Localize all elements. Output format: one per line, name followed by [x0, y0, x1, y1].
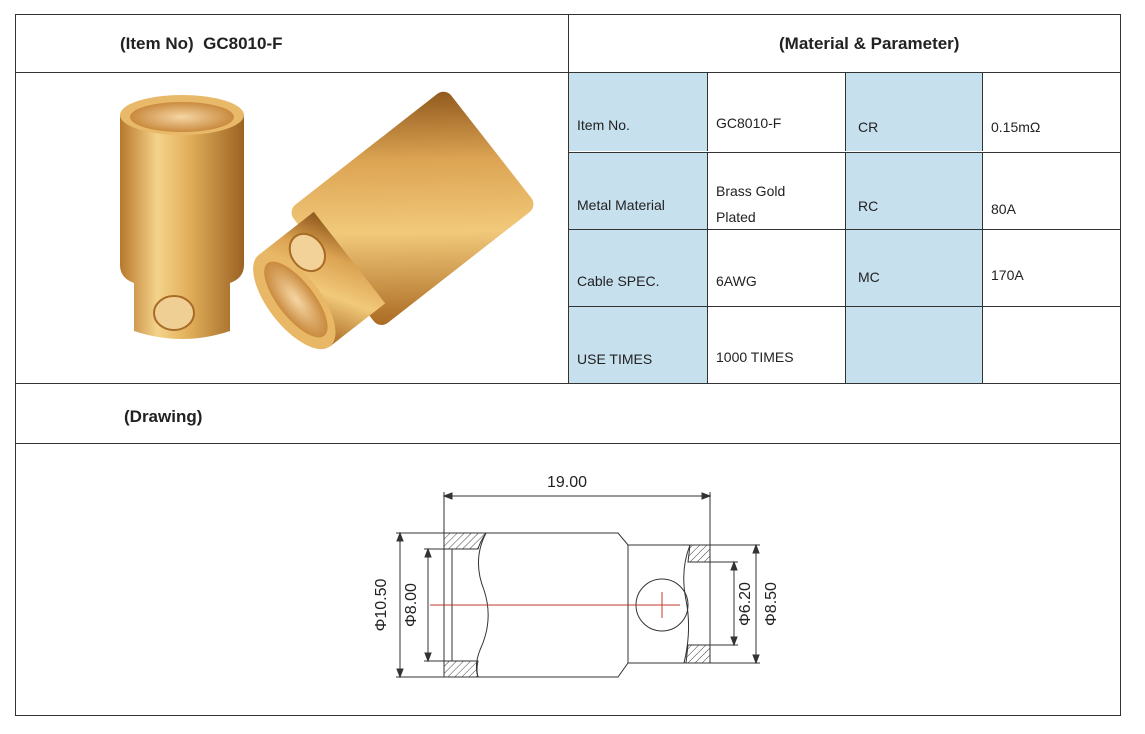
param-value-cable: 6AWG — [707, 229, 845, 306]
param-label-cable: Cable SPEC. — [569, 229, 707, 306]
product-photo — [120, 91, 534, 350]
item-no-header-label: (Item No) — [120, 34, 194, 53]
item-no-header: (Item No) GC8010-F — [120, 34, 283, 54]
param-value-item-no: GC8010-F — [707, 73, 845, 151]
item-no-header-value: GC8010-F — [203, 34, 283, 53]
column-divider — [568, 14, 569, 384]
drawing-title: (Drawing) — [124, 407, 203, 426]
dim-length: 19.00 — [547, 474, 587, 491]
dim-inner-diameter: Φ8.00 — [403, 583, 420, 627]
row-divider — [15, 443, 1121, 444]
param-value-metal: Brass Gold Plated — [707, 152, 845, 229]
param-value-use-times: 1000 TIMES — [707, 306, 845, 383]
param-label-use-times: USE TIMES — [569, 306, 707, 383]
param-label-empty — [845, 306, 982, 383]
dim-tail-diameter: Φ8.50 — [763, 582, 780, 626]
param-value-rc: 80A — [982, 152, 1120, 229]
dim-outer-diameter: Φ10.50 — [373, 579, 390, 632]
param-label-item-no: Item No. — [569, 73, 707, 151]
param-label-cr: CR — [845, 73, 982, 151]
param-value-cr: 0.15mΩ — [982, 73, 1120, 151]
dim-bore-diameter: Φ6.20 — [737, 582, 754, 626]
param-value-mc: 170A — [982, 229, 1120, 306]
connector-angled — [253, 91, 534, 350]
param-label-mc: MC — [845, 229, 982, 306]
param-value-empty — [982, 306, 1120, 383]
param-label-metal: Metal Material — [569, 152, 707, 229]
material-parameter-header: (Material & Parameter) — [779, 34, 960, 53]
connector-upright — [120, 95, 244, 339]
param-label-rc: RC — [845, 152, 982, 229]
